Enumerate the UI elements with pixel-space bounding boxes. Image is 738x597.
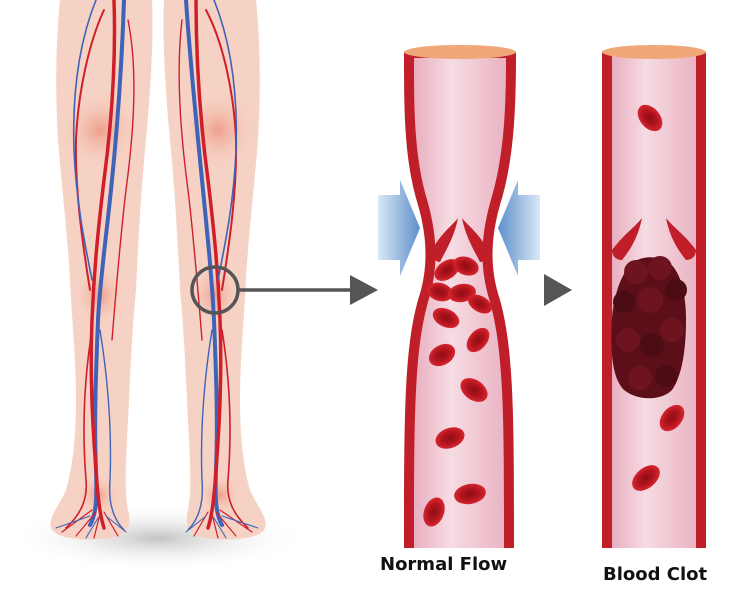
red-blood-cell: [637, 104, 663, 132]
red-blood-cell: [632, 465, 660, 491]
clot-cell: [624, 260, 648, 284]
right-main-artery: [194, 0, 223, 530]
red-blood-cell: [434, 259, 460, 281]
left-branch-artery-2: [111, 19, 135, 341]
normal-valve-left: [432, 218, 458, 262]
right-ankle-glow: [198, 475, 242, 515]
right-leg-vessels: [178, 0, 259, 539]
red-blood-cell: [466, 327, 490, 353]
clot-valve-right: [666, 218, 696, 260]
clot-red-blood-cells: [632, 104, 685, 491]
red-blood-cell: [468, 294, 492, 314]
clot-cell: [665, 279, 687, 301]
normal-vessel-rim: [404, 45, 516, 59]
red-blood-cell: [435, 427, 465, 449]
left-thigh-glow: [60, 90, 140, 170]
left-branch-vein: [72, 0, 97, 281]
clot-cell: [648, 256, 672, 280]
blood-clot: [611, 256, 687, 399]
right-branch-vein: [213, 0, 238, 281]
clot-cell: [660, 318, 684, 342]
clot-cell: [655, 365, 677, 387]
red-blood-cell: [659, 404, 685, 432]
left-shin-artery: [65, 329, 93, 529]
clot-vessel-rim: [602, 45, 706, 59]
left-leg-vessels: [55, 0, 135, 539]
pointer-arrow-icon: [350, 275, 378, 305]
red-blood-cell: [423, 497, 445, 527]
red-blood-cell: [454, 483, 486, 505]
left-foot-veins: [55, 515, 127, 539]
floor-shadow: [8, 504, 308, 572]
right-shin-artery: [221, 329, 249, 529]
pressure-arrow-icon: [378, 180, 420, 276]
right-shin-vein: [187, 329, 213, 531]
red-blood-cell: [432, 307, 460, 329]
right-foot-veins: [185, 515, 259, 539]
normal-vessel-lumen: [414, 58, 506, 548]
pressure-arrow-icon: [498, 180, 540, 276]
clot-cell: [640, 333, 664, 357]
red-blood-cell: [427, 282, 453, 302]
left-main-artery: [89, 0, 117, 530]
red-blood-cell: [428, 343, 456, 367]
right-thigh-glow: [178, 90, 258, 170]
left-branch-artery: [74, 9, 105, 291]
clot-cell: [613, 291, 635, 313]
blood-clot-label: Blood Clot: [603, 564, 708, 585]
normal-flow-vessel: [378, 45, 540, 548]
right-branch-artery-2: [178, 19, 203, 341]
clot-cell: [637, 287, 663, 313]
clot-cell: [616, 328, 640, 352]
normal-valve-right: [462, 218, 488, 262]
red-blood-cell: [460, 378, 488, 402]
clot-cell: [628, 366, 652, 390]
clot-valve-left: [612, 218, 642, 260]
red-blood-cell: [453, 256, 479, 276]
legs-illustration: [8, 0, 378, 572]
blood-clot-vessel: [602, 45, 706, 548]
left-shin-vein: [99, 329, 125, 531]
normal-flow-label: Normal Flow: [380, 554, 508, 575]
normal-red-blood-cells: [423, 256, 492, 527]
play-arrow-icon: [544, 274, 572, 306]
